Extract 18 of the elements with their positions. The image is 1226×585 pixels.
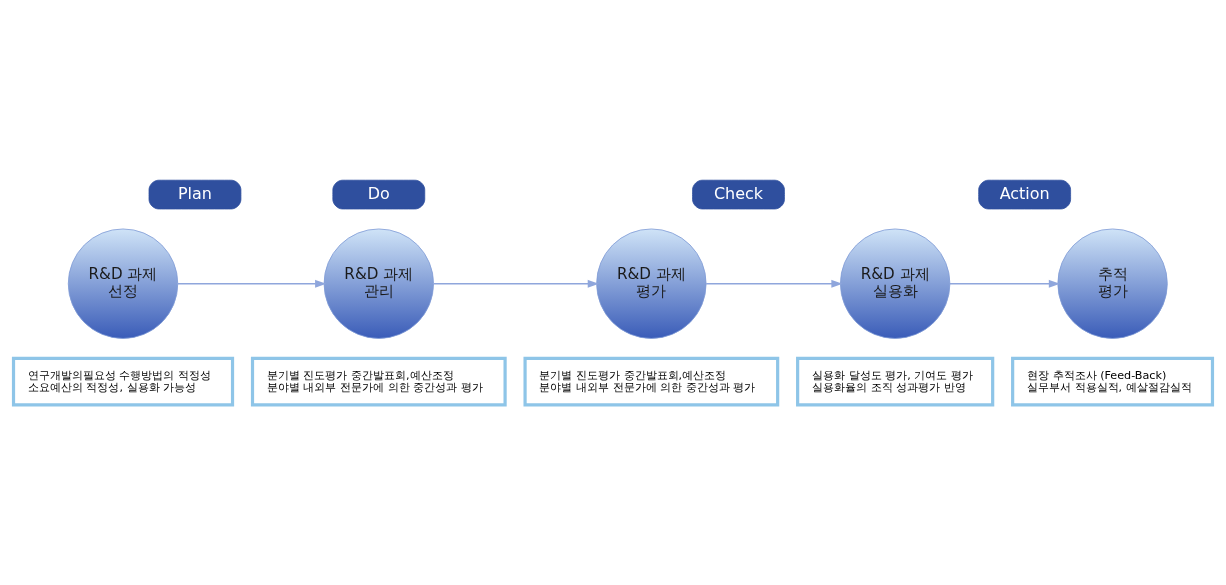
- node-circle: R&D 과제 관리: [323, 228, 434, 339]
- node-box: Plan: [148, 179, 242, 210]
- node-box: Action: [978, 179, 1071, 210]
- node-box: 실용화 달성도 평가, 기여도 평가 실용화율의 조직 성과평가 반영: [796, 356, 995, 407]
- node-box: Check: [692, 179, 785, 210]
- node-circle: 추적 평가: [1057, 228, 1168, 339]
- node-box: 분기별 진도평가 중간발표회,예산조정 분야별 내외부 전문가에 의한 중간성과 평가: [523, 356, 780, 407]
- node-circle: R&D 과제 선정: [67, 228, 179, 339]
- node-circle: R&D 과제 실용화: [840, 228, 951, 339]
- node-box: 연구개발의필요성 수행방법의 적정성 소요예산의 적정성, 실용화 가능성: [11, 356, 235, 407]
- arrow: [705, 279, 843, 288]
- node-box: 분기별 진도평가 중간발표회,예산조정 분야별 내외부 전문가에 의한 중간성과 평가: [250, 356, 507, 407]
- node-circle: R&D 과제 평가: [596, 228, 707, 339]
- arrow: [432, 279, 599, 288]
- arrow: [949, 279, 1061, 288]
- arrow: [177, 279, 327, 288]
- node-box: Do: [332, 179, 426, 210]
- node-box: 현장 추적조사 (Feed-Back) 실무부서 적용실적, 예살절감실적: [1011, 356, 1215, 407]
